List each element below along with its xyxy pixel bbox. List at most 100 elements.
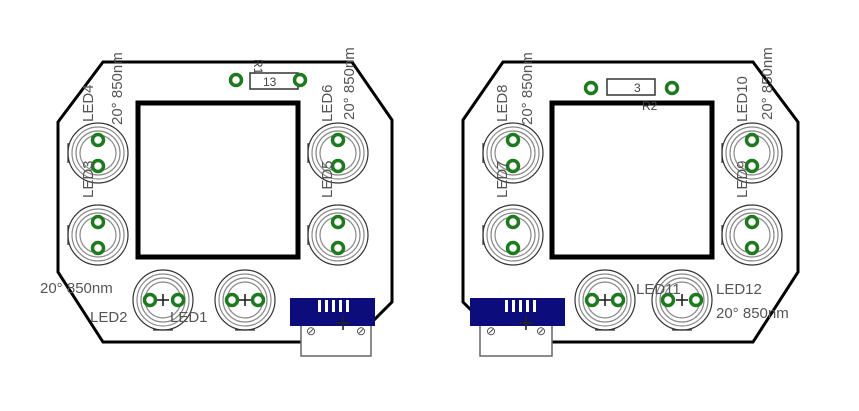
led-label: LED3 [80, 160, 97, 198]
led-label: LED8 [494, 84, 511, 122]
spec-label: 20° 850nm [341, 47, 358, 120]
led-body [214, 269, 276, 331]
led-label: LED5 [319, 160, 336, 198]
smd-slot [505, 300, 508, 312]
pad [90, 240, 106, 256]
led-ring [75, 212, 121, 258]
pad [90, 214, 106, 230]
led-ring [659, 277, 705, 323]
pad [250, 292, 266, 308]
smd-slot [318, 300, 321, 312]
led-ring [725, 126, 779, 180]
usb-smd-pads [470, 298, 565, 326]
led-ring [725, 208, 779, 262]
led-ring [311, 126, 365, 180]
pad [224, 292, 240, 308]
led-ring [136, 273, 190, 327]
led-ring [729, 212, 775, 258]
spec-label: 20° 850nm [40, 280, 113, 297]
led-ring [75, 130, 121, 176]
spec-label: 20° 850nm [759, 47, 776, 120]
pad [744, 214, 760, 230]
smd-slot [526, 300, 529, 312]
pad [688, 292, 704, 308]
resistor-value: 13 [263, 75, 277, 89]
pad [170, 292, 186, 308]
led-label: LED9 [734, 160, 751, 198]
spec-label: 20° 850nm [716, 305, 789, 322]
usb-marker-icon: ⊘ [356, 324, 366, 338]
led-label: LED12 [716, 281, 762, 298]
led-ring [222, 277, 268, 323]
led-ring [655, 273, 709, 327]
led-ring [729, 130, 775, 176]
led-body [574, 269, 636, 331]
resistor-ref: R2 [642, 99, 658, 113]
led-label: LED2 [90, 309, 128, 326]
smd-slot [339, 300, 342, 312]
led-label: LED11 [636, 281, 681, 298]
pad [584, 292, 600, 308]
resistor-r1: 13 R1 [249, 59, 299, 90]
resistor-value: 3 [634, 81, 641, 95]
spec-label: 20° 850nm [109, 52, 126, 125]
pad [330, 240, 346, 256]
board-1-sensor-window [135, 100, 301, 260]
pad [90, 158, 106, 174]
led-label: LED6 [319, 84, 336, 122]
pad [610, 292, 626, 308]
pad [330, 158, 346, 174]
board-2-usb-connector: ⊘ ⊘ [470, 298, 565, 357]
board-1: 13 R1 ⊘ ⊘ LED4 LED3 LED6 LED5 LED2 LED1 … [40, 47, 394, 357]
pad [330, 214, 346, 230]
smd-slot [519, 300, 522, 312]
led-ring [315, 212, 361, 258]
resistor-ref: R1 [251, 59, 265, 75]
smd-slot [346, 300, 349, 312]
pad [228, 72, 244, 88]
pad [664, 80, 680, 96]
resistor-body [606, 78, 656, 96]
led-label: LED1 [170, 309, 208, 326]
resistor-r2: 3 R2 [606, 78, 658, 113]
pad [744, 240, 760, 256]
pad [505, 214, 521, 230]
led-ring [218, 273, 272, 327]
pad [744, 132, 760, 148]
board-1-usb-connector: ⊘ ⊘ [290, 298, 375, 357]
smd-slot [533, 300, 536, 312]
led-ring [71, 208, 125, 262]
led-ring [490, 130, 536, 176]
led-ring [490, 212, 536, 258]
led-label: LED7 [494, 160, 511, 198]
pad [744, 158, 760, 174]
pad [90, 132, 106, 148]
pad [142, 292, 158, 308]
usb-marker-icon: ⊘ [306, 324, 316, 338]
pad [660, 292, 676, 308]
pad [292, 72, 308, 88]
smd-slot [332, 300, 335, 312]
led-ring [486, 208, 540, 262]
pad [330, 132, 346, 148]
led-ring [315, 130, 361, 176]
led-ring [486, 126, 540, 180]
board-2-sensor-window [549, 100, 715, 260]
usb-marker-icon: ⊘ [486, 324, 496, 338]
led-ring [311, 208, 365, 262]
pad [583, 80, 599, 96]
pad [505, 240, 521, 256]
spec-label: 20° 850nm [519, 52, 536, 125]
smd-slot [325, 300, 328, 312]
board-2: 3 R2 ⊘ ⊘ LED8 LED7 LED10 LED9 LED11 LED1… [461, 47, 800, 357]
pad [505, 132, 521, 148]
led-label: LED10 [734, 76, 751, 122]
led-ring [578, 273, 632, 327]
board-2-pads [505, 80, 760, 308]
led-ring [582, 277, 628, 323]
led-ring [71, 126, 125, 180]
board-1-pads [90, 72, 346, 308]
pad [505, 158, 521, 174]
usb-marker-icon: ⊘ [536, 324, 546, 338]
